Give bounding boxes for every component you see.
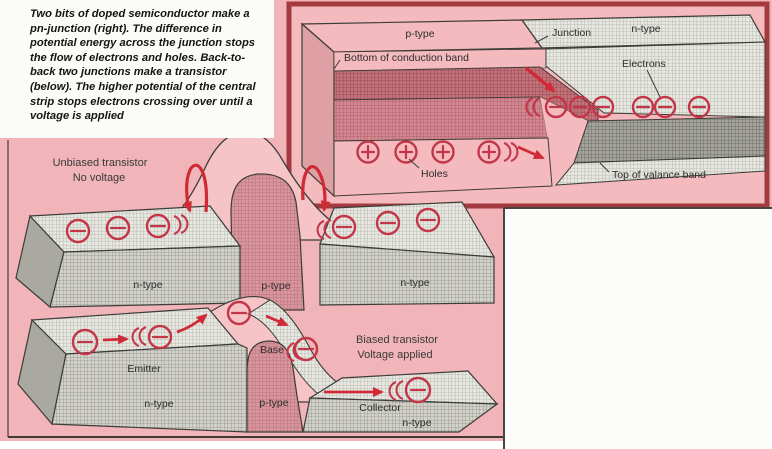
conduction-band-label: Bottom of conduction band: [344, 52, 469, 64]
electron-icon: [591, 95, 615, 119]
unbiased-left-n-type-label: n-type: [133, 279, 162, 291]
motion-arc: [323, 219, 332, 239]
over-base-arrow: [265, 314, 289, 327]
electron-icon: [105, 215, 131, 241]
motion-arc: [532, 97, 541, 117]
electron-icon: [544, 95, 568, 119]
left-slab-front: [49, 245, 241, 308]
base-type-label: p-type: [259, 397, 288, 409]
motion-arc: [503, 142, 512, 162]
base-core: [246, 340, 304, 433]
hole-icon: [356, 140, 380, 164]
p-type-label: p-type: [405, 28, 434, 40]
motion-arc: [388, 381, 397, 401]
unbiased-right-n-type-label: n-type: [400, 277, 429, 289]
unbiased-transistor-diagram: Unbiased transistor No voltage n-type p-…: [15, 131, 496, 311]
right-slab-front: [319, 243, 495, 306]
electron-icon: [226, 300, 252, 326]
electron-icon: [375, 210, 401, 236]
motion-arc: [180, 214, 189, 234]
biased-title-line1: Biased transistor: [356, 334, 438, 346]
junction-label: Junction: [552, 27, 591, 39]
p-mid-band: [333, 96, 549, 142]
conduction-pointer: [333, 59, 341, 70]
n-bottom-strip: [554, 155, 766, 186]
valence-band-label: Top of valance band: [612, 169, 706, 181]
pn-junction-panel: p-type Junction n-type Bottom of conduct…: [286, 1, 770, 209]
white-page-area: [504, 208, 772, 449]
hole-row: [356, 140, 519, 164]
motion-arc: [316, 220, 325, 240]
n-valence-band: [573, 116, 766, 164]
electron-icon: [404, 376, 432, 404]
unbiased-title-line1: Unbiased transistor: [53, 157, 148, 169]
motion-arc: [395, 380, 404, 400]
p-valence-strip: [333, 137, 553, 197]
electron-icon: [147, 324, 173, 350]
bounce-arrow-right: [301, 165, 331, 212]
electron-row: [525, 95, 711, 119]
electron-icon: [568, 95, 592, 119]
electron-icon: [653, 95, 677, 119]
electron-icon: [65, 218, 91, 244]
holes-pointer: [408, 158, 420, 169]
motion-arc: [510, 142, 519, 162]
junction-pointer: [534, 35, 549, 44]
valence-pointer: [599, 162, 610, 173]
hole-icon: [431, 140, 455, 164]
hole-icon: [394, 140, 418, 164]
motion-arc: [138, 326, 147, 346]
p-front-top-strip: [333, 48, 547, 72]
hole-flow-arrow: [517, 145, 545, 160]
hole-icon: [477, 140, 501, 164]
flow-arrow: [102, 334, 129, 345]
electron-icon: [687, 95, 711, 119]
climb-arrow: [176, 313, 208, 334]
motion-arc: [173, 215, 182, 235]
electrons-pointer: [646, 69, 661, 98]
unbiased-p-type-label: p-type: [261, 280, 290, 292]
collector-front: [302, 397, 499, 433]
electron-icon: [293, 336, 319, 362]
electron-icon: [415, 207, 441, 233]
biased-title-line2: Voltage applied: [357, 349, 432, 361]
holes-label: Holes: [421, 168, 448, 180]
caption-text: Two bits of doped semiconductor make a p…: [0, 0, 274, 138]
biased-transistor-diagram: Biased transistor Voltage applied Emitte…: [17, 295, 499, 433]
motion-arc: [525, 97, 534, 117]
electron-icon: [71, 328, 99, 356]
p-type-barrier-core: [230, 173, 305, 311]
electron-icon: [331, 214, 357, 240]
collector-type-label: n-type: [402, 417, 431, 429]
collector-label: Collector: [359, 402, 401, 414]
electron-icon: [631, 95, 655, 119]
base-label: Base: [260, 344, 284, 356]
electron-icon: [145, 213, 171, 239]
bounce-arrow-left: [182, 163, 209, 213]
emitter-type-label: n-type: [144, 398, 173, 410]
emitter-front: [51, 343, 248, 433]
n-type-label: n-type: [631, 23, 660, 35]
motion-arc: [131, 327, 140, 347]
unbiased-title-line2: No voltage: [73, 172, 126, 184]
emitter-label: Emitter: [127, 363, 161, 375]
motion-arc: [286, 342, 295, 362]
electrons-label: Electrons: [622, 58, 666, 70]
electron-flow-arrow: [524, 66, 556, 93]
